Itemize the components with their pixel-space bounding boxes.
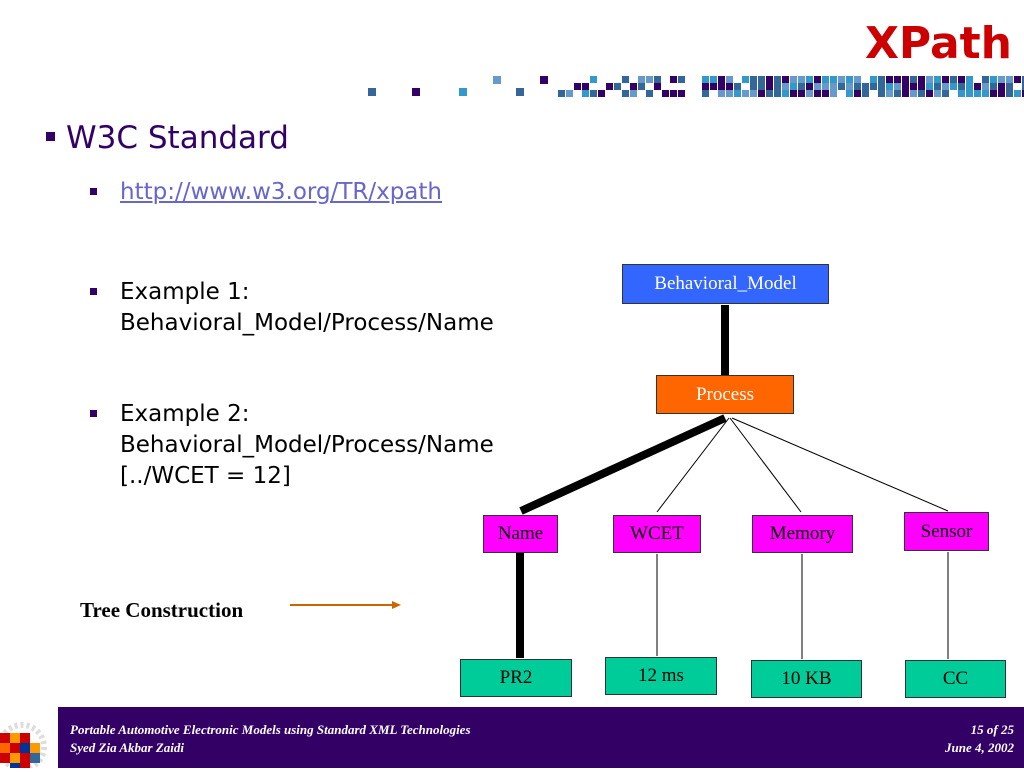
bullet-text: W3C Standard — [66, 120, 289, 156]
node-wcet: WCET — [613, 515, 701, 553]
node-10kb: 10 KB — [751, 660, 862, 698]
square-bullet-icon — [90, 410, 97, 417]
page-current: 15 — [970, 722, 984, 737]
slide-title: XPath — [864, 18, 1012, 69]
connector-process-memory — [729, 417, 802, 513]
square-bullet-icon — [90, 188, 97, 195]
page-total: 25 — [1001, 722, 1014, 737]
node-name: Name — [483, 515, 558, 553]
footer-page-number: 15 of 25 — [971, 722, 1014, 738]
node-12ms: 12 ms — [605, 657, 717, 695]
node-pr2: PR2 — [460, 659, 572, 697]
square-bullet-icon — [90, 288, 97, 295]
tree-construction-label: Tree Construction — [80, 598, 244, 622]
node-memory: Memory — [752, 515, 853, 553]
example-2-label: Example 2: — [120, 401, 250, 427]
footer-presentation-title: Portable Automotive Electronic Models us… — [70, 722, 471, 737]
square-bullet-icon — [46, 132, 55, 141]
footer-author: Syed Zia Akbar Zaidi — [70, 740, 184, 755]
node-sensor: Sensor — [904, 512, 989, 551]
connector-process-wcet — [656, 417, 730, 513]
node-cc: CC — [905, 660, 1006, 698]
sun-logo-icon — [0, 707, 58, 772]
arrow-head-icon — [392, 601, 401, 609]
connector-process-name — [519, 414, 727, 515]
decorative-pixel-strip — [368, 76, 1024, 97]
example-1-label: Example 1: — [120, 279, 250, 305]
example-2-path: Behavioral_Model/Process/Name — [120, 432, 494, 458]
footer-date: June 4, 2002 — [945, 740, 1014, 755]
node-behavioral-model: Behavioral_Model — [622, 264, 829, 304]
example-1-path: Behavioral_Model/Process/Name — [120, 310, 494, 336]
xpath-spec-link[interactable]: http://www.w3.org/TR/xpath — [120, 179, 442, 205]
slide-footer: Portable Automotive Electronic Models us… — [0, 707, 1024, 772]
connector-process-sensor — [731, 417, 949, 512]
node-process: Process — [656, 375, 794, 414]
example-2-predicate: [../WCET = 12] — [120, 463, 291, 489]
page-of: of — [986, 722, 998, 737]
